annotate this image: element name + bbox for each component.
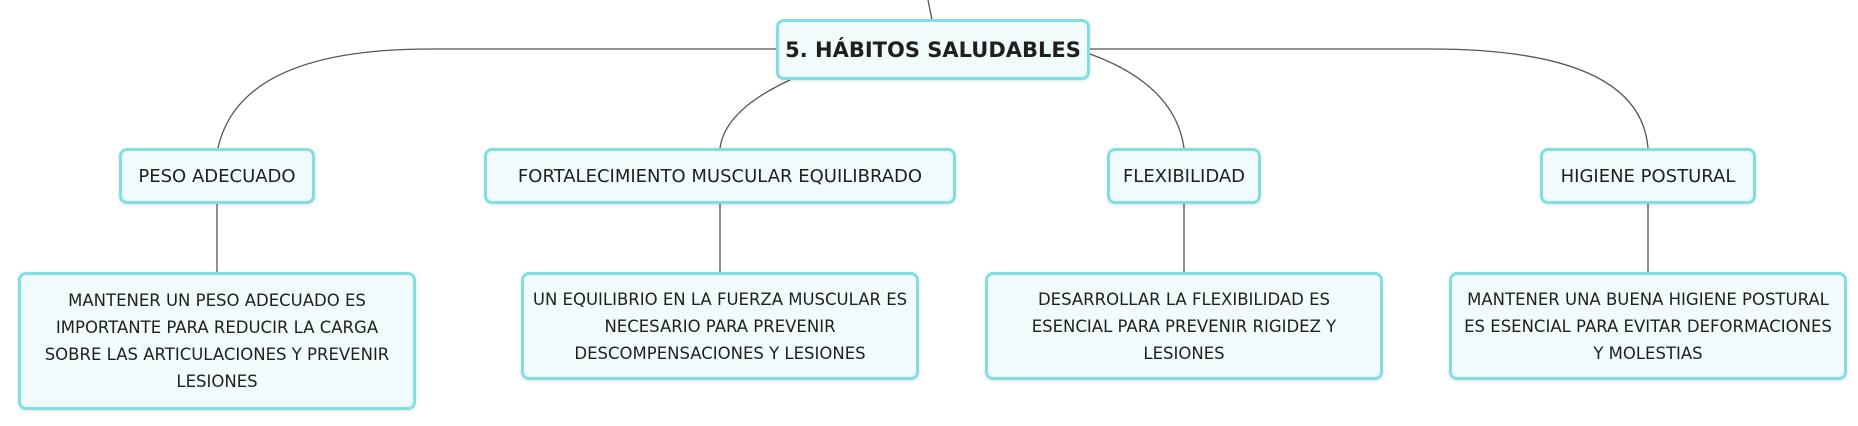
topic-peso-adecuado[interactable]: PESO ADECUADO <box>119 148 315 204</box>
topic-fortalecimiento-muscular[interactable]: FORTALECIMIENTO MUSCULAR EQUILIBRADO <box>484 148 956 204</box>
connector-root-peso <box>217 48 776 149</box>
connector-root-flexibilidad <box>1089 53 1185 149</box>
topic-label: HIGIENE POSTURAL <box>1560 165 1736 187</box>
description-text: DESARROLLAR LA FLEXIBILIDAD ES ESENCIAL … <box>1031 289 1337 363</box>
description-text: MANTENER UN PESO ADECUADO ES IMPORTANTE … <box>44 291 390 391</box>
description-text: MANTENER UNA BUENA HIGIENE POSTURAL ES E… <box>1464 289 1832 363</box>
topic-flexibilidad[interactable]: FLEXIBILIDAD <box>1107 148 1261 204</box>
description-text: UN EQUILIBRIO EN LA FUERZA MUSCULAR ES N… <box>532 289 908 363</box>
topic-higiene-postural[interactable]: HIGIENE POSTURAL <box>1540 148 1756 204</box>
description-peso-adecuado[interactable]: MANTENER UN PESO ADECUADO ES IMPORTANTE … <box>18 272 416 410</box>
description-flexibilidad[interactable]: DESARROLLAR LA FLEXIBILIDAD ES ESENCIAL … <box>985 272 1383 380</box>
topic-label: FLEXIBILIDAD <box>1122 165 1246 187</box>
topic-label: FORTALECIMIENTO MUSCULAR EQUILIBRADO <box>517 165 923 187</box>
topic-label: PESO ADECUADO <box>138 165 296 187</box>
connector-root-fortalecimiento <box>719 79 791 149</box>
root-node[interactable]: 5. HÁBITOS SALUDABLES <box>776 19 1090 80</box>
root-label: 5. HÁBITOS SALUDABLES <box>785 37 1081 62</box>
connector-root-higiene <box>1090 48 1649 149</box>
connector-parent-stub <box>927 0 933 21</box>
description-higiene-postural[interactable]: MANTENER UNA BUENA HIGIENE POSTURAL ES E… <box>1449 272 1847 380</box>
description-fortalecimiento-muscular[interactable]: UN EQUILIBRIO EN LA FUERZA MUSCULAR ES N… <box>521 272 919 380</box>
